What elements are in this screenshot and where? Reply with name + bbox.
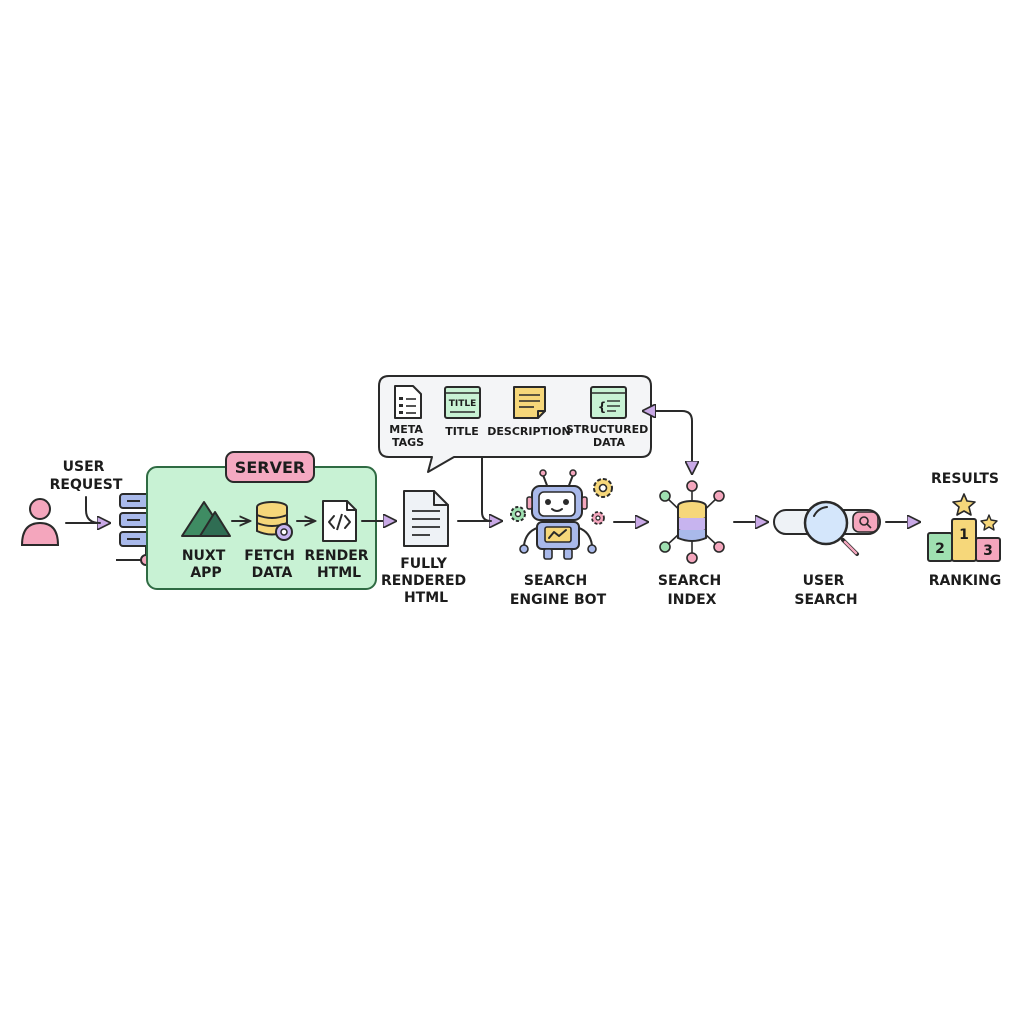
nuxt-app-label: NUXT APP: [182, 548, 230, 581]
code-file-icon: [322, 500, 357, 542]
podium-third: [975, 537, 1001, 562]
robot-icon: [519, 469, 597, 560]
results-label: RESULTS: [931, 471, 999, 487]
fully-rendered-html-label: FULLY RENDERED HTML: [381, 556, 471, 606]
user-request-label: USER REQUEST: [50, 459, 123, 493]
arrow-index-to-callout: [653, 411, 692, 472]
podium-second-number: 2: [935, 541, 945, 557]
server-badge: [225, 451, 315, 483]
render-html-label: RENDER HTML: [305, 548, 374, 581]
nuxt-logo-icon: [181, 501, 231, 537]
structured-data-label: STRUCTURED DATA: [566, 423, 652, 449]
gear-icon: [593, 478, 613, 498]
callout-connector-line: [481, 456, 492, 522]
podium-icon: [927, 518, 1001, 562]
magnifier-icon: [803, 500, 859, 556]
note-icon: [513, 386, 546, 419]
document-icon: [403, 490, 449, 547]
description-label: DESCRIPTION: [487, 425, 570, 438]
checklist-icon: [394, 385, 422, 419]
structured-data-icon: {: [590, 386, 627, 419]
ranking-label: RANKING: [929, 573, 1002, 589]
meta-tags-label: META TAGS: [389, 423, 426, 449]
search-engine-bot-label: SEARCH ENGINE BOT: [510, 573, 607, 608]
podium-third-number: 3: [983, 543, 993, 559]
user-icon: [20, 498, 60, 546]
podium-first-number: 1: [959, 527, 969, 543]
user-search-label: USER SEARCH: [794, 573, 857, 608]
star-icon: [952, 493, 976, 516]
search-index-icon: [659, 480, 725, 564]
fetch-data-label: FETCH DATA: [244, 548, 300, 581]
title-icon-text: TITLE: [449, 399, 477, 409]
gear-icon: [591, 511, 605, 525]
title-window-icon: TITLE: [444, 386, 481, 419]
star-icon: [980, 514, 998, 531]
gear-icon: [510, 506, 526, 522]
server-badge-label: SERVER: [235, 458, 305, 477]
arrow-request-hook: [85, 496, 101, 524]
title-label: TITLE: [445, 425, 479, 438]
svg-text:{: {: [598, 400, 607, 414]
database-gear-icon: [256, 501, 293, 541]
search-index-label: SEARCH INDEX: [658, 573, 726, 608]
